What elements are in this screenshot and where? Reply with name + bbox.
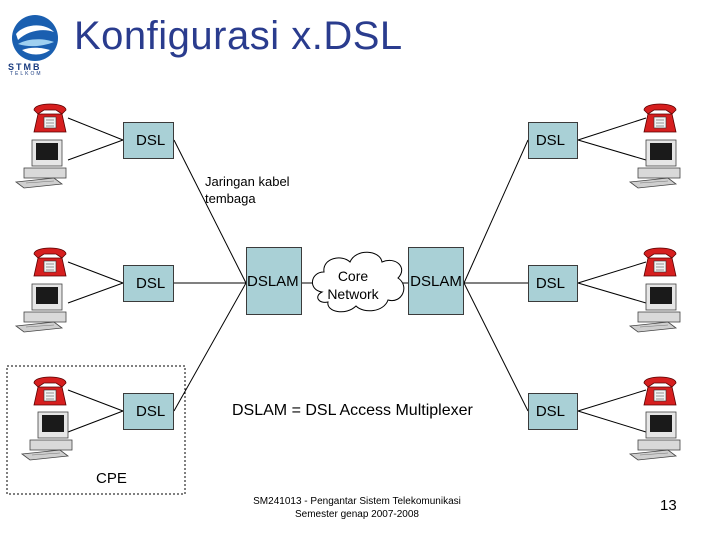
computer-icon	[628, 282, 686, 334]
dslam-caption: DSLAM = DSL Access Multiplexer	[232, 402, 473, 419]
dsl-modem-top-left: DSL	[123, 122, 174, 159]
dslam-label: DSLAM	[247, 272, 299, 290]
telephone-icon	[30, 244, 70, 280]
telephone-icon	[640, 244, 680, 280]
computer-icon	[628, 138, 686, 190]
footer-course: SM241013 - Pengantar Sistem Telekomunika…	[253, 496, 461, 507]
dsl-label: DSL	[136, 275, 166, 292]
dslam-label: DSLAM	[410, 272, 462, 290]
logo-text: STMB	[8, 62, 42, 72]
logo-subtext: TELKOM	[10, 71, 43, 77]
computer-icon	[20, 410, 78, 462]
dsl-label: DSL	[535, 275, 565, 292]
dslam-left: DSLAM	[246, 247, 302, 315]
page-number: 13	[660, 497, 677, 514]
dsl-label: DSL	[535, 132, 565, 149]
core-line1: Core	[337, 268, 369, 284]
dsl-label: DSL	[136, 132, 166, 149]
dslam-right: DSLAM	[408, 247, 464, 315]
telephone-icon	[30, 373, 70, 409]
stmb-logo: STMB TELKOM	[4, 12, 66, 77]
dsl-modem-bottom-left: DSL	[123, 393, 174, 430]
dsl-label: DSL	[535, 403, 565, 420]
computer-icon	[628, 410, 686, 462]
cpe-label: CPE	[96, 470, 127, 487]
telephone-icon	[640, 100, 680, 136]
footer: SM241013 - Pengantar Sistem Telekomunika…	[232, 495, 482, 521]
copper-line1: Jaringan kabel	[205, 174, 290, 189]
dsl-modem-top-right: DSL	[528, 122, 578, 159]
slide-title: Konfigurasi x.DSL	[74, 14, 403, 58]
core-line2: Network	[327, 286, 379, 302]
copper-line2: tembaga	[205, 191, 256, 206]
dsl-modem-middle-left: DSL	[123, 265, 174, 302]
core-network-cloud	[312, 251, 405, 313]
cpe-boundary	[6, 365, 186, 495]
computer-icon	[14, 282, 72, 334]
telephone-icon	[30, 100, 70, 136]
dsl-modem-middle-right: DSL	[528, 265, 578, 302]
dsl-label: DSL	[136, 403, 166, 420]
footer-semester: Semester genap 2007-2008	[295, 509, 419, 520]
copper-cable-label: Jaringan kabel tembaga	[205, 173, 290, 207]
dsl-modem-bottom-right: DSL	[528, 393, 578, 430]
telephone-icon	[640, 373, 680, 409]
core-network-label: Core Network	[320, 267, 386, 303]
computer-icon	[14, 138, 72, 190]
